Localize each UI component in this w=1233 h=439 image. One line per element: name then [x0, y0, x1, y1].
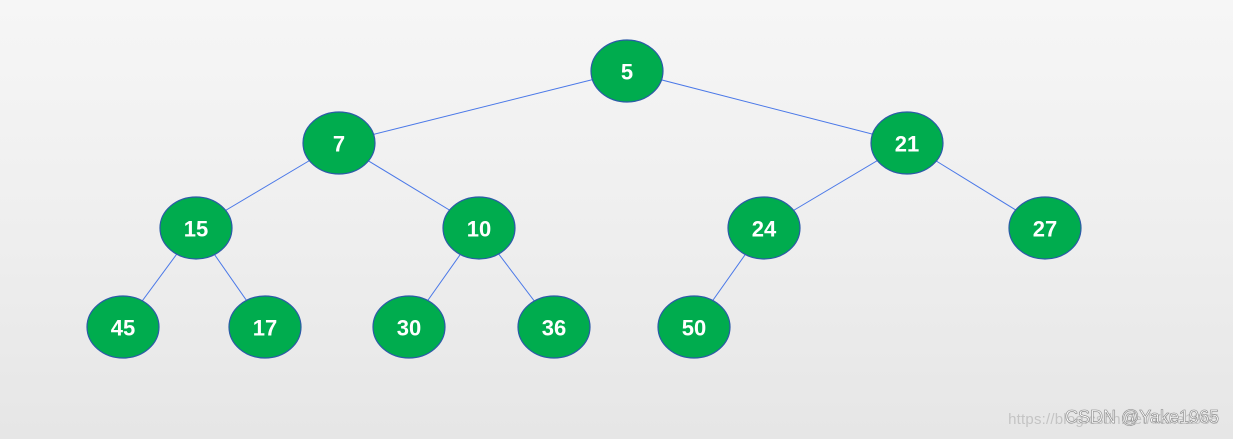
node-label: 27	[1033, 217, 1057, 242]
node-circle	[517, 295, 591, 359]
node-circle	[1008, 196, 1082, 260]
node-label: 36	[542, 316, 566, 341]
node-label: 10	[467, 217, 491, 242]
node-circle	[86, 295, 160, 359]
watermark-url: https://blog.csdn.net/Yake1965	[1008, 411, 1219, 428]
node-label: 24	[752, 217, 777, 242]
tree-node-50: 50	[657, 295, 731, 359]
node-circle	[302, 111, 376, 175]
tree-node-24: 24	[727, 196, 801, 260]
tree-node-7: 7	[302, 111, 376, 175]
tree-node-21: 21	[870, 111, 944, 175]
watermark-text: CSDN @Yake1965	[1064, 407, 1220, 428]
node-circle	[159, 196, 233, 260]
tree-node-17: 17	[228, 295, 302, 359]
edge-n5-n7	[338, 70, 628, 144]
tree-node-45: 45	[86, 295, 160, 359]
node-label: 45	[111, 316, 135, 341]
node-label: 21	[895, 132, 919, 157]
node-circle	[657, 295, 731, 359]
node-label: 7	[333, 132, 345, 157]
node-circle	[228, 295, 302, 359]
node-label: 15	[184, 217, 208, 242]
node-circle	[372, 295, 446, 359]
tree-node-36: 36	[517, 295, 591, 359]
edges-layer	[122, 70, 1046, 328]
node-circle	[727, 196, 801, 260]
node-label: 5	[621, 60, 633, 85]
node-circle	[870, 111, 944, 175]
node-label: 50	[682, 316, 706, 341]
node-circle	[442, 196, 516, 260]
edge-n5-n21	[626, 70, 908, 144]
tree-node-30: 30	[372, 295, 446, 359]
node-circle	[590, 39, 664, 103]
tree-node-10: 10	[442, 196, 516, 260]
watermark: https://blog.csdn.net/Yake1965 CSDN @Yak…	[1008, 407, 1220, 431]
node-label: 30	[397, 316, 421, 341]
tree-node-5: 5	[590, 39, 664, 103]
tree-node-15: 15	[159, 196, 233, 260]
nodes-layer: 5 7 21 15 10 24 27 45 17 30 36 50	[86, 39, 1082, 359]
tree-node-27: 27	[1008, 196, 1082, 260]
node-label: 17	[253, 316, 277, 341]
